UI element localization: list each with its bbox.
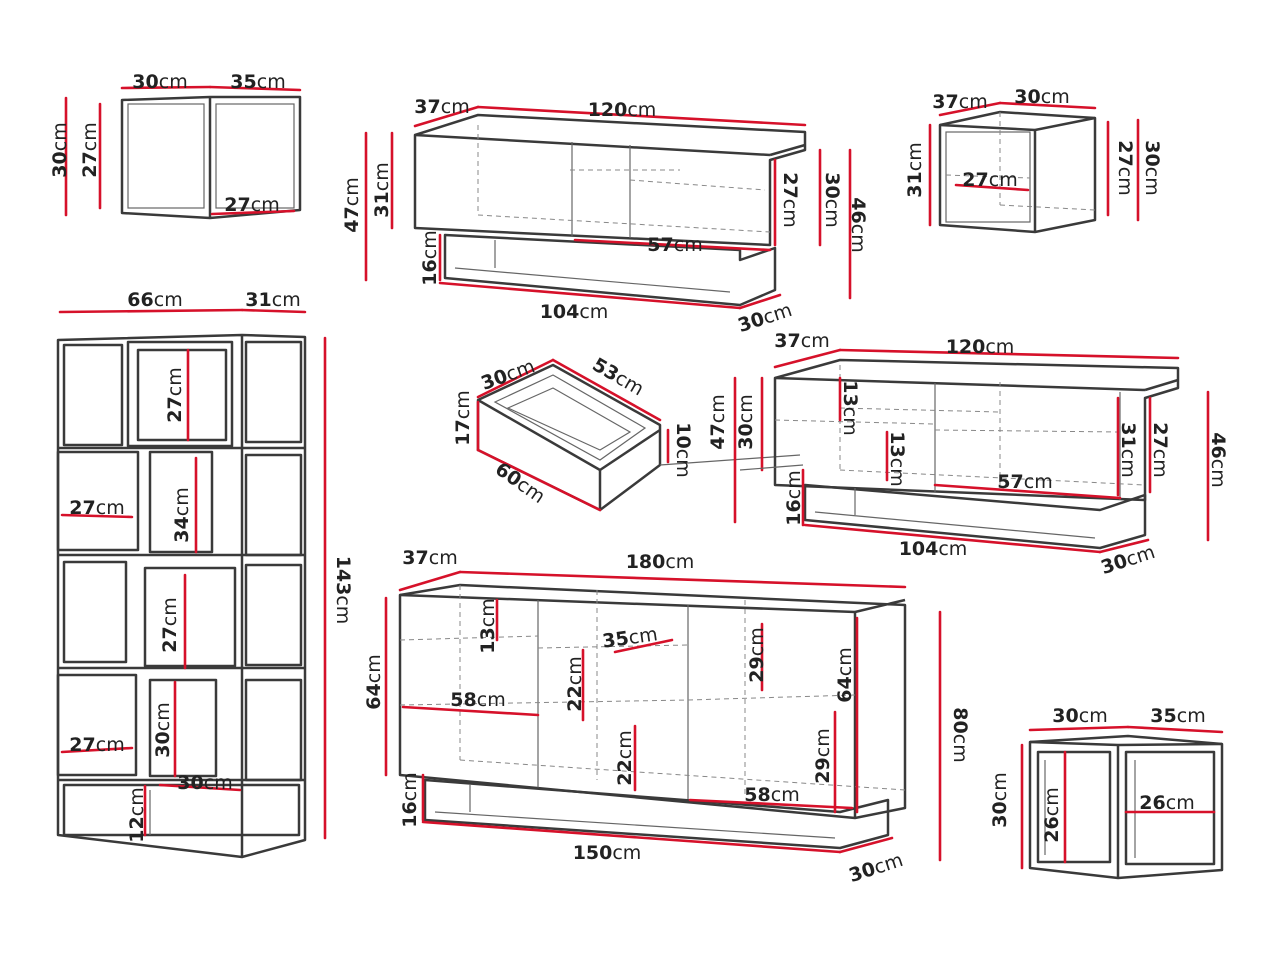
tall-bookcase-dim-d: 31cm xyxy=(245,289,300,311)
tall-bookcase-dim-s30a: 30cm xyxy=(152,702,174,757)
sideboard-dim-s35: 35cm xyxy=(601,623,659,652)
tv-stand-top-dim-h16: 16cm xyxy=(419,230,441,285)
tall-bookcase-dim-s27c: 27cm xyxy=(159,597,181,652)
tv-stand-top-dim-in57: 57cm xyxy=(647,234,702,256)
tall-bookcase-dim-s27a: 27cm xyxy=(164,367,186,422)
wall-shelf-box-dim-h31: 31cm xyxy=(904,142,926,197)
tv-stand-open-dim-h30: 30cm xyxy=(735,394,757,449)
tall-bookcase-dim-s34: 34cm xyxy=(171,487,193,542)
sideboard-dim-leg30: 30cm xyxy=(846,849,906,887)
coffee-table-frame-graphic xyxy=(1020,725,1224,880)
wall-shelf-box-dim-h27: 27cm xyxy=(1114,140,1136,195)
small-cube-cabinet-dim-w1: 30cm xyxy=(132,71,187,93)
tall-bookcase-dim-s30b: 30cm xyxy=(177,772,232,794)
tv-stand-open-dim-h47: 47cm xyxy=(707,394,729,449)
tv-stand-top-dim-h30: 30cm xyxy=(821,172,843,227)
drawer-dim-h10: 10cm xyxy=(672,422,694,477)
tv-stand-open-dim-s13a: 13cm xyxy=(839,380,861,435)
small-cube-cabinet-dim-in1: 27cm xyxy=(224,194,279,216)
drawer-dim-w53: 53cm xyxy=(589,354,648,401)
sideboard-dim-h80: 80cm xyxy=(949,707,971,762)
tv-stand-open-dim-h31: 31cm xyxy=(1117,422,1139,477)
tv-stand-open-dim-d: 37cm xyxy=(774,330,829,352)
tv-stand-open-dim-w: 120cm xyxy=(946,336,1015,358)
tv-stand-top-dim-h31: 31cm xyxy=(371,162,393,217)
sideboard-dim-s13: 13cm xyxy=(477,598,499,653)
tv-stand-top-dim-h27: 27cm xyxy=(779,172,801,227)
sideboard-dim-s22a: 22cm xyxy=(564,656,586,711)
small-cube-cabinet-dim-h1: 30cm xyxy=(49,122,71,177)
sideboard-dim-s58a: 58cm xyxy=(450,689,505,711)
tv-stand-top-dim-h46: 46cm xyxy=(847,197,869,252)
sideboard-dim-w: 180cm xyxy=(626,551,695,573)
tv-stand-open-dim-in57: 57cm xyxy=(997,471,1052,493)
tall-bookcase-dim-s27d: 27cm xyxy=(69,734,124,756)
coffee-table-frame-dim-w35: 35cm xyxy=(1150,705,1205,727)
tall-bookcase-dim-h143: 143cm xyxy=(332,556,354,625)
coffee-table-frame-dim-w30: 30cm xyxy=(1052,705,1107,727)
coffee-table-frame-dim-h26: 26cm xyxy=(1041,787,1063,842)
wall-shelf-box-dim-h30: 30cm xyxy=(1141,140,1163,195)
tv-stand-top-graphic xyxy=(364,105,852,310)
drawer-graphic xyxy=(476,358,801,512)
sideboard-dim-h64a: 64cm xyxy=(363,654,385,709)
tv-stand-top-dim-leg104: 104cm xyxy=(540,301,609,323)
tall-bookcase-dim-s27b: 27cm xyxy=(69,497,124,519)
sideboard-dim-d: 37cm xyxy=(402,547,457,569)
small-cube-cabinet-graphic xyxy=(64,85,302,220)
tall-bookcase-graphic xyxy=(56,308,327,859)
tall-bookcase-dim-w: 66cm xyxy=(127,289,182,311)
wall-shelf-box-dim-in27: 27cm xyxy=(962,169,1017,191)
tv-stand-top-dim-d: 37cm xyxy=(414,96,469,118)
wall-shelf-box-dim-w: 30cm xyxy=(1014,86,1069,108)
wall-shelf-box-dim-d: 37cm xyxy=(932,91,987,113)
tv-stand-open-dim-leg104: 104cm xyxy=(899,538,968,560)
sideboard-dim-h64b: 64cm xyxy=(834,647,856,702)
tall-bookcase-dim-s12: 12cm xyxy=(126,787,148,842)
coffee-table-frame-dim-in26: 26cm xyxy=(1139,792,1194,814)
small-cube-cabinet-dim-w2: 35cm xyxy=(230,71,285,93)
sideboard-dim-s29a: 29cm xyxy=(746,627,768,682)
tv-stand-open-dim-s13b: 13cm xyxy=(886,431,908,486)
drawer-dim-w30: 30cm xyxy=(478,355,538,395)
tv-stand-open-dim-h46: 46cm xyxy=(1207,432,1229,487)
tv-stand-open-dim-h16: 16cm xyxy=(783,470,805,525)
sideboard-graphic xyxy=(384,570,942,862)
sideboard-dim-leg150: 150cm xyxy=(573,842,642,864)
drawer-dim-d60: 60cm xyxy=(491,458,549,508)
coffee-table-frame-dim-h30: 30cm xyxy=(989,772,1011,827)
sideboard-dim-h16: 16cm xyxy=(399,772,421,827)
sideboard-dim-s29b: 29cm xyxy=(812,728,834,783)
sideboard-dim-s58b: 58cm xyxy=(744,784,799,806)
tv-stand-top-dim-h47: 47cm xyxy=(341,177,363,232)
drawer-dim-h17: 17cm xyxy=(452,390,474,445)
tv-stand-top-dim-w: 120cm xyxy=(588,99,657,121)
tv-stand-open-dim-h27: 27cm xyxy=(1149,422,1171,477)
wall-shelf-box-graphic xyxy=(928,101,1140,234)
tv-stand-open-graphic xyxy=(733,348,1210,554)
small-cube-cabinet-dim-h2: 27cm xyxy=(79,122,101,177)
sideboard-dim-s22b: 22cm xyxy=(614,730,636,785)
